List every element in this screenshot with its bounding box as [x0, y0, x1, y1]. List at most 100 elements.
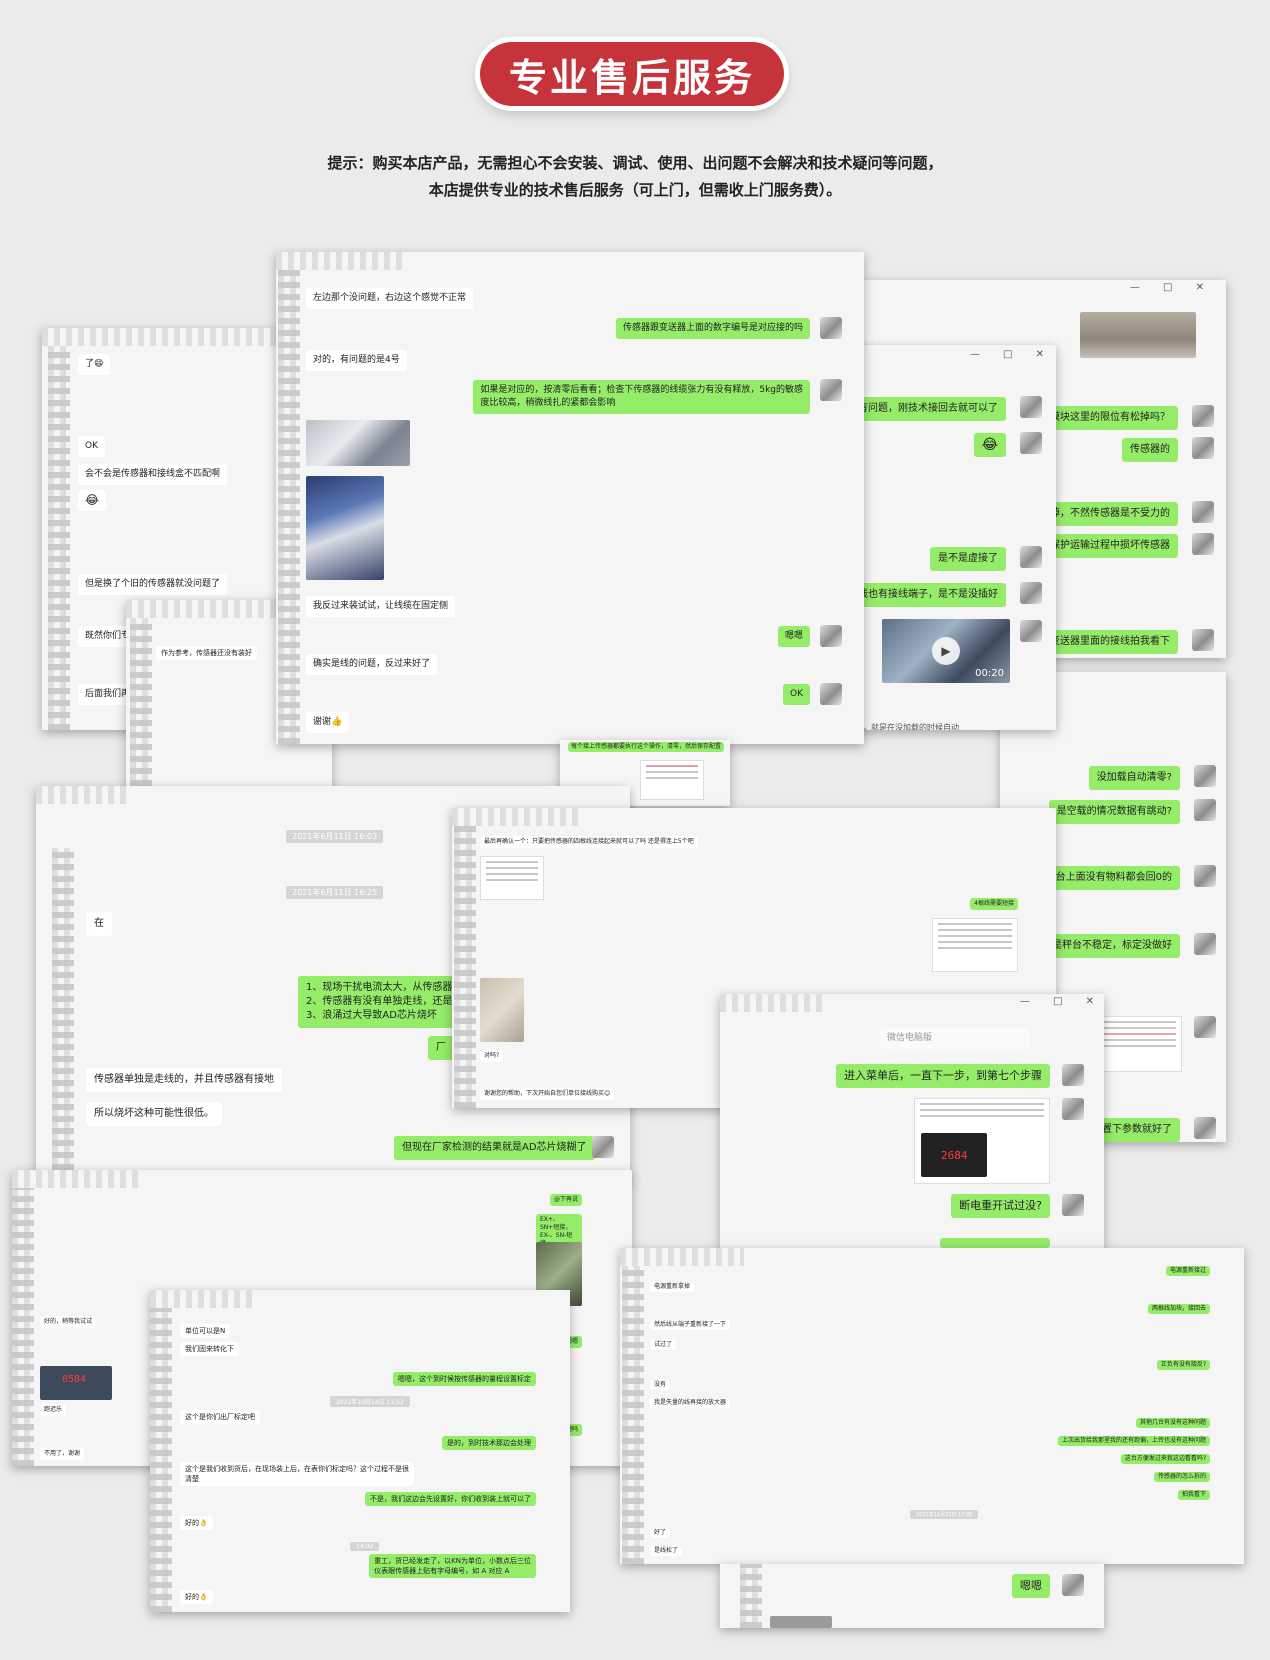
- chat-window-bottom-mid: 单位可以是N 我们固来转化下 嗯嗯，这个到时候按传感器的量程设置标定 2021年…: [150, 1290, 570, 1612]
- chat-bubble: 这台方便发过来我这边看看吗?: [1120, 1454, 1210, 1464]
- avatar: [1062, 1064, 1084, 1086]
- timestamp: 2021年6月11日 16:03: [286, 830, 384, 843]
- sent-photo: [480, 978, 524, 1042]
- chat-bubble: 上次出货给我那里我的还有跑偏，上传也没有这种问题: [1057, 1436, 1210, 1446]
- chat-bubble: 😂: [973, 433, 1006, 457]
- chat-bubble: 是不是虚接了: [930, 547, 1006, 571]
- chat-bubble: 电源重新拿掉: [650, 1282, 695, 1292]
- chat-bubble: OK: [783, 684, 810, 705]
- chat-bubble: 会不会是传感器和接线盒不匹配啊: [78, 464, 228, 485]
- avatar: [820, 379, 842, 401]
- chat-bubble: 4根线需要短接: [970, 898, 1018, 910]
- chat-bubble: 最后再确认一个：只要把传感器的四根线连接起来就可以了吗 还是得连上5个吧: [480, 836, 698, 848]
- avatar: [1194, 865, 1216, 887]
- product-photo: [1080, 312, 1196, 358]
- window-controls[interactable]: — □ ✕: [969, 349, 1054, 360]
- chat-bubble: 谢谢您的帮助，下次开始自您们单位接线购买😊: [480, 1088, 615, 1100]
- chat-bubble: 嗯嗯: [777, 626, 810, 647]
- avatar: [1192, 405, 1214, 427]
- chat-bubble: 好的，稍等我试试: [40, 1316, 97, 1328]
- avatar: [820, 683, 842, 705]
- chat-bubble: [940, 1238, 1050, 1248]
- chat-bubble: 进入菜单后，一直下一步，到第七个步骤: [836, 1064, 1050, 1088]
- chat-bubble: 正负有没有接反?: [1156, 1360, 1210, 1370]
- chat-bubble: 嗯嗯: [1012, 1574, 1050, 1598]
- window-controls[interactable]: — □ ✕: [1129, 282, 1214, 293]
- timestamp: 14:02: [350, 1542, 380, 1551]
- chat-bubble: 我反过来装试试，让线缆在固定侧: [306, 596, 456, 617]
- chat-bubble: 作为参考，传感器还没有装好: [156, 646, 257, 660]
- sent-photo: [770, 1616, 832, 1628]
- chat-bubble: 但现在厂家检测的结果就是AD芯片烧糊了: [394, 1136, 595, 1160]
- play-icon[interactable]: ▶: [932, 637, 960, 665]
- chat-bubble: 左边那个没问题，右边这个感觉不正常: [306, 288, 474, 309]
- avatar: [1194, 933, 1216, 955]
- chat-bubble: 对吗?: [480, 1050, 504, 1062]
- chat-bubble: OK: [78, 436, 105, 457]
- chat-bubble: 两根线加块，接回去: [1147, 1304, 1210, 1314]
- chat-bubble: 没有: [650, 1380, 671, 1390]
- page-title: 专业售后服务: [480, 42, 784, 106]
- chat-window-bottom-right: 电源重新接过 电源重新拿掉 两根线加块，接回去 然后线从端子重新接了一下 试过了…: [620, 1248, 1244, 1564]
- notice-line-1: 提示：购买本店产品，无需担心不会安装、调试、使用、出问题不会解决和技术疑问等问题…: [327, 154, 943, 172]
- chat-bubble: 是空载的情况数据有跳动?: [1048, 800, 1180, 824]
- chat-bubble: 对的，有问题的是4号: [306, 350, 407, 371]
- chat-bubble: 不是秤台不稳定，标定没做好: [1034, 934, 1180, 958]
- chat-bubble: 然后线从端子重新接了一下: [650, 1320, 731, 1330]
- avatar: [1194, 799, 1216, 821]
- chat-bubble: @下再说: [549, 1194, 582, 1206]
- avatar: [592, 1136, 614, 1158]
- avatar: [1194, 1117, 1216, 1139]
- chat-window-right-front: — □ ✕ 有问题，刚技术接回去就可以了 😂 是不是虚接了 线也有接线端子，是不…: [736, 345, 1056, 730]
- chat-bubble: 是的，到时技术那边会处理: [442, 1436, 536, 1450]
- chat-bubble: 我们固来转化下: [180, 1342, 239, 1356]
- sent-photo: [306, 420, 410, 466]
- avatar: [1192, 629, 1214, 651]
- avatar: [1192, 437, 1214, 459]
- chat-bubble: 每个接上传感器都要执行这个操作，清零，然后保存配置: [568, 742, 725, 752]
- screenshot-thumbnail: 2684: [914, 1098, 1050, 1184]
- chat-bubble: 谢谢👍: [306, 712, 350, 733]
- led-display: 2684: [941, 1149, 968, 1162]
- chat-bubble: 传感器跟变送器上面的数字编号是对应接的吗: [615, 318, 810, 339]
- video-thumbnail[interactable]: ▶ 00:20: [882, 619, 1010, 683]
- chat-bubble: 是线松了: [650, 1546, 683, 1556]
- chat-bubble: 好的👌: [180, 1590, 213, 1604]
- avatar: [1020, 620, 1042, 642]
- timestamp: 2021年10月14日 11:52: [330, 1396, 410, 1407]
- chat-bubble: 有问题，刚技术接回去就可以了: [850, 397, 1006, 421]
- avatar: [1062, 1194, 1084, 1216]
- avatar: [1020, 546, 1042, 568]
- chat-bubble: 传感器单独是走线的，并且传感器有接地: [86, 1068, 282, 1092]
- chat-bubble: 确实是线的问题，反过来好了: [306, 654, 438, 675]
- chat-bubble: 电源重新接过: [1165, 1266, 1210, 1276]
- chat-bubble: 好了: [650, 1528, 671, 1538]
- chat-bubble: 单位可以是N: [180, 1324, 231, 1338]
- avatar: [1020, 432, 1042, 454]
- chat-window-wechat-tail: 嗯嗯: [720, 1564, 1104, 1628]
- chat-bubble: 我是失量的线再接的放大器: [650, 1398, 731, 1408]
- chat-bubble: 但是换了个旧的传感器就没问题了: [78, 574, 228, 595]
- avatar: [1194, 1016, 1216, 1038]
- chat-bubble: 好的👌: [180, 1516, 213, 1530]
- chat-app-label: 微信电脑版: [880, 1028, 1030, 1049]
- avatar: [1192, 533, 1214, 555]
- window-controls[interactable]: — □ ✕: [1019, 996, 1104, 1007]
- timestamp: 2021年6月11日 16:25: [286, 886, 384, 899]
- chat-bubble: 在: [86, 912, 112, 936]
- timestamp: 2021年11月22日 17:05: [910, 1510, 979, 1519]
- avatar: [1062, 1098, 1084, 1120]
- chat-bubble: 所以烧坏这种可能性很低。: [86, 1102, 222, 1126]
- chat-bubble: 不是，我们这边会先设置好，你们收到装上就可以了: [365, 1492, 536, 1506]
- chat-bubble: 厂: [428, 1036, 454, 1060]
- chat-bubble: 传感器的怎么拆的: [1153, 1472, 1210, 1482]
- chat-bubble: 跑迟乐: [40, 1404, 67, 1416]
- notice-line-2: 本店提供专业的技术售后服务（可上门，但需收上门服务费）。: [428, 181, 842, 199]
- chat-bubble: 模块这里的限位有松掉吗？: [1042, 406, 1178, 430]
- chat-bubble: 拍我看下: [1177, 1490, 1210, 1500]
- wiring-diagram-thumbnail: [480, 856, 544, 900]
- chat-window-center-top: 左边那个没问题，右边这个感觉不正常 传感器跟变送器上面的数字编号是对应接的吗 对…: [276, 252, 864, 744]
- video-duration: 00:20: [975, 668, 1004, 679]
- avatar: [1020, 396, 1042, 418]
- chat-bubble: 断电重开试过没?: [951, 1194, 1050, 1218]
